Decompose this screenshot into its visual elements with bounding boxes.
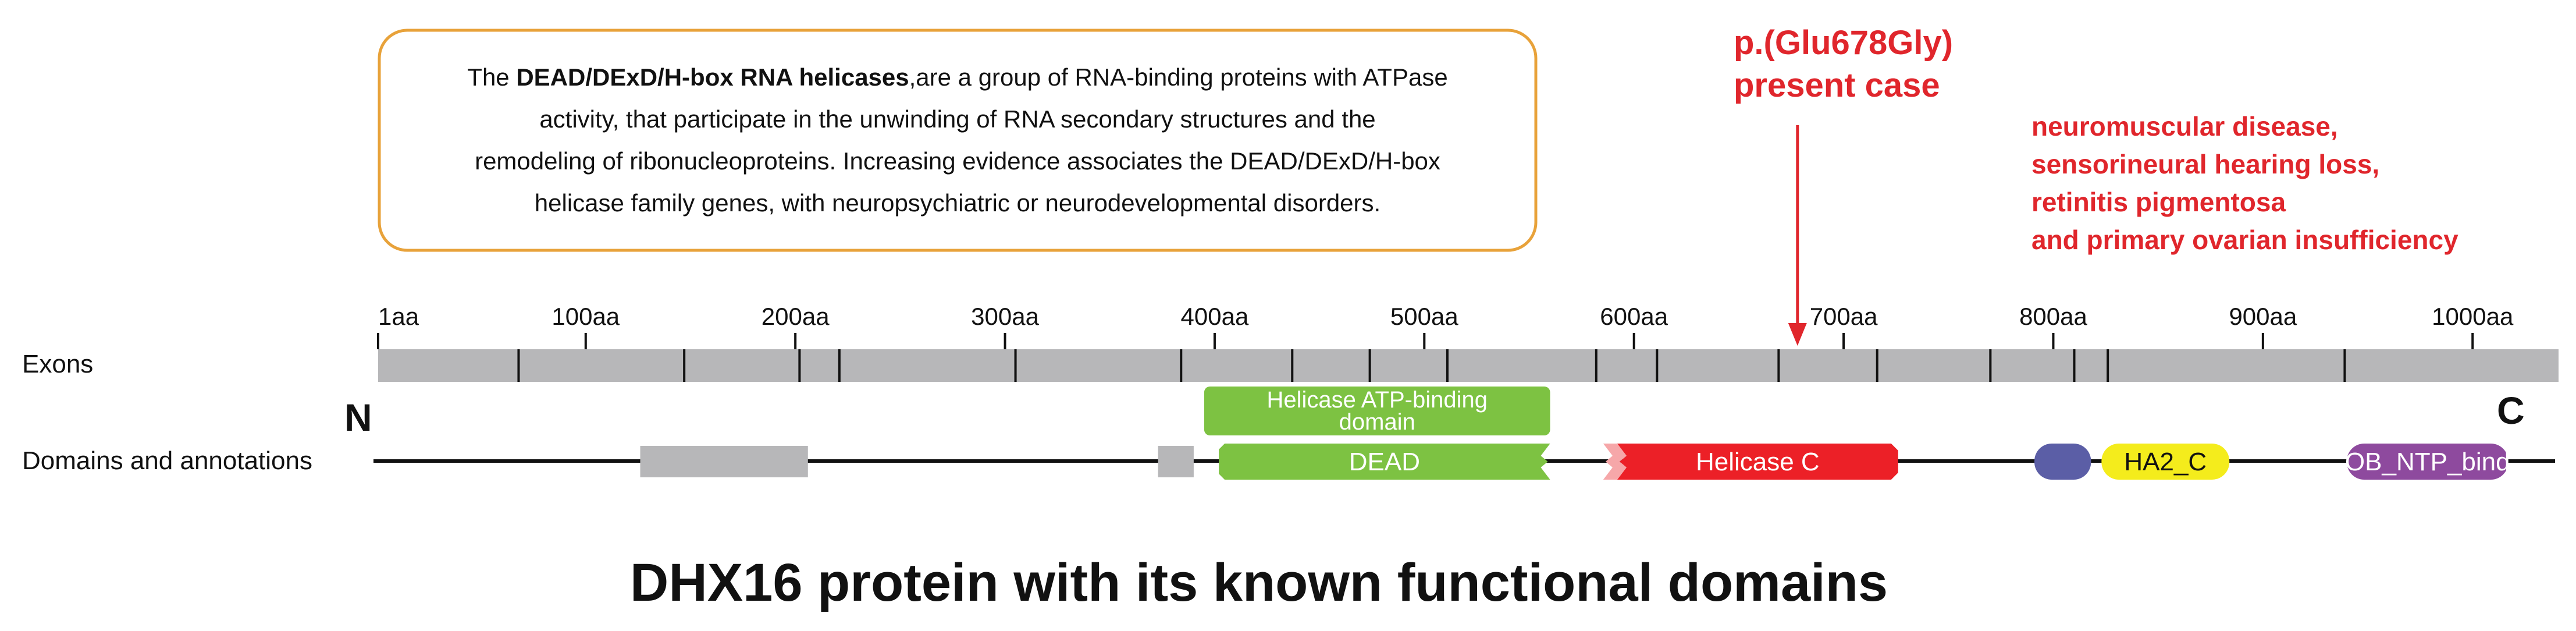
domains-row-label: Domains and annotations <box>22 446 312 475</box>
variant-arrow-head <box>1788 323 1807 346</box>
info-box-line-2: activity, that participate in the unwind… <box>539 105 1375 133</box>
scale-tick-label: 600aa <box>1600 303 1668 330</box>
grey-region-1-block <box>640 446 808 477</box>
info-box-line-4: helicase family genes, with neuropsychia… <box>535 189 1380 217</box>
info-box-border <box>378 29 1538 252</box>
variant-annotation: p.(Glu678Gly) present case <box>1734 24 1953 346</box>
exons-row-label: Exons <box>22 350 93 378</box>
figure-title: DHX16 protein with its known functional … <box>630 553 1888 612</box>
domain-row: Domains and annotations Helicase ATP-bin… <box>22 387 2555 480</box>
ha2-c-domain-label: HA2_C <box>2124 448 2207 476</box>
helicase-c-domain-label: Helicase C <box>1696 448 1820 476</box>
n-terminus-label: N <box>344 396 372 439</box>
exon-row: Exons <box>22 349 2559 382</box>
phenotype-line-2: sensorineural hearing loss, <box>2031 149 2379 179</box>
dead-domain: DEAD <box>1219 444 1550 480</box>
phenotype-annotation: neuromuscular disease, sensorineural hea… <box>2031 111 2458 255</box>
variant-sublabel: present case <box>1734 66 1940 104</box>
c-terminus-label: C <box>2497 389 2525 432</box>
info-box-line-1: The DEAD/DExD/H-box RNA helicases,are a … <box>467 63 1447 91</box>
ob-ntp-bind-domain-label: OB_NTP_bind <box>2345 448 2510 476</box>
scale-tick-label: 200aa <box>762 303 830 330</box>
exon-boundaries <box>517 349 2346 382</box>
dead-domain-label: DEAD <box>1349 448 1420 476</box>
scale-tick-label: 400aa <box>1181 303 1249 330</box>
exon-bar <box>378 349 2559 382</box>
grey-region-2-block <box>1158 446 1194 477</box>
dead-domain-block <box>1219 444 1550 480</box>
ob-ntp-bind-domain: OB_NTP_bind <box>2345 444 2510 480</box>
scale-tick-label: 100aa <box>552 303 620 330</box>
info-box-line-1-prefix: The <box>467 63 516 91</box>
ob-ntp-bind-domain-block <box>2347 444 2509 480</box>
scale-tick-label: 700aa <box>1810 303 1878 330</box>
scale-tick-label: 1aa <box>378 303 419 330</box>
blue-domain-block <box>2034 444 2091 480</box>
scale-tick-label: 900aa <box>2229 303 2297 330</box>
ha2-c-domain: HA2_C <box>2101 444 2230 480</box>
phenotype-line-4: and primary ovarian insufficiency <box>2031 225 2458 255</box>
scale-tick-label: 1000aa <box>2432 303 2514 330</box>
phenotype-line-3: retinitis pigmentosa <box>2031 187 2286 217</box>
grey-region-1 <box>640 446 808 477</box>
helicase-atp-binding-box <box>1204 387 1550 435</box>
scale-tick-label: 800aa <box>2019 303 2087 330</box>
variant-label: p.(Glu678Gly) <box>1734 24 1953 62</box>
info-box: The DEAD/DExD/H-box RNA helicases,are a … <box>378 29 1538 252</box>
phenotype-line-1: neuromuscular disease, <box>2031 111 2338 141</box>
helicase-c-domain-fade <box>1603 444 1627 480</box>
helicase-c-domain: Helicase C <box>1603 444 1898 480</box>
blue-domain <box>2034 444 2091 480</box>
grey-region-2 <box>1158 446 1194 477</box>
helicase-c-domain-block <box>1617 444 1898 480</box>
helicase-atp-binding-label: domain <box>1339 409 1415 435</box>
helicase-atp-binding-label: Helicase ATP-binding <box>1267 387 1488 413</box>
domain-blocks: DEAD Helicase C HA2_C OB_NTP_bind <box>640 444 2510 480</box>
scale-tick-label: 500aa <box>1390 303 1458 330</box>
ha2-c-domain-block <box>2101 444 2230 480</box>
scale-tick-label: 300aa <box>971 303 1039 330</box>
info-box-line-3: remodeling of ribonucleoproteins. Increa… <box>475 147 1440 175</box>
aa-scale: 1aa 100aa 200aa 300aa 400aa 500aa 600aa 700aa 80… <box>377 303 2514 349</box>
info-box-bold-term: DEAD/DExD/H-box RNA helicases <box>516 63 909 91</box>
info-box-line-1-suffix: ,are a group of RNA-binding proteins wit… <box>909 63 1448 91</box>
